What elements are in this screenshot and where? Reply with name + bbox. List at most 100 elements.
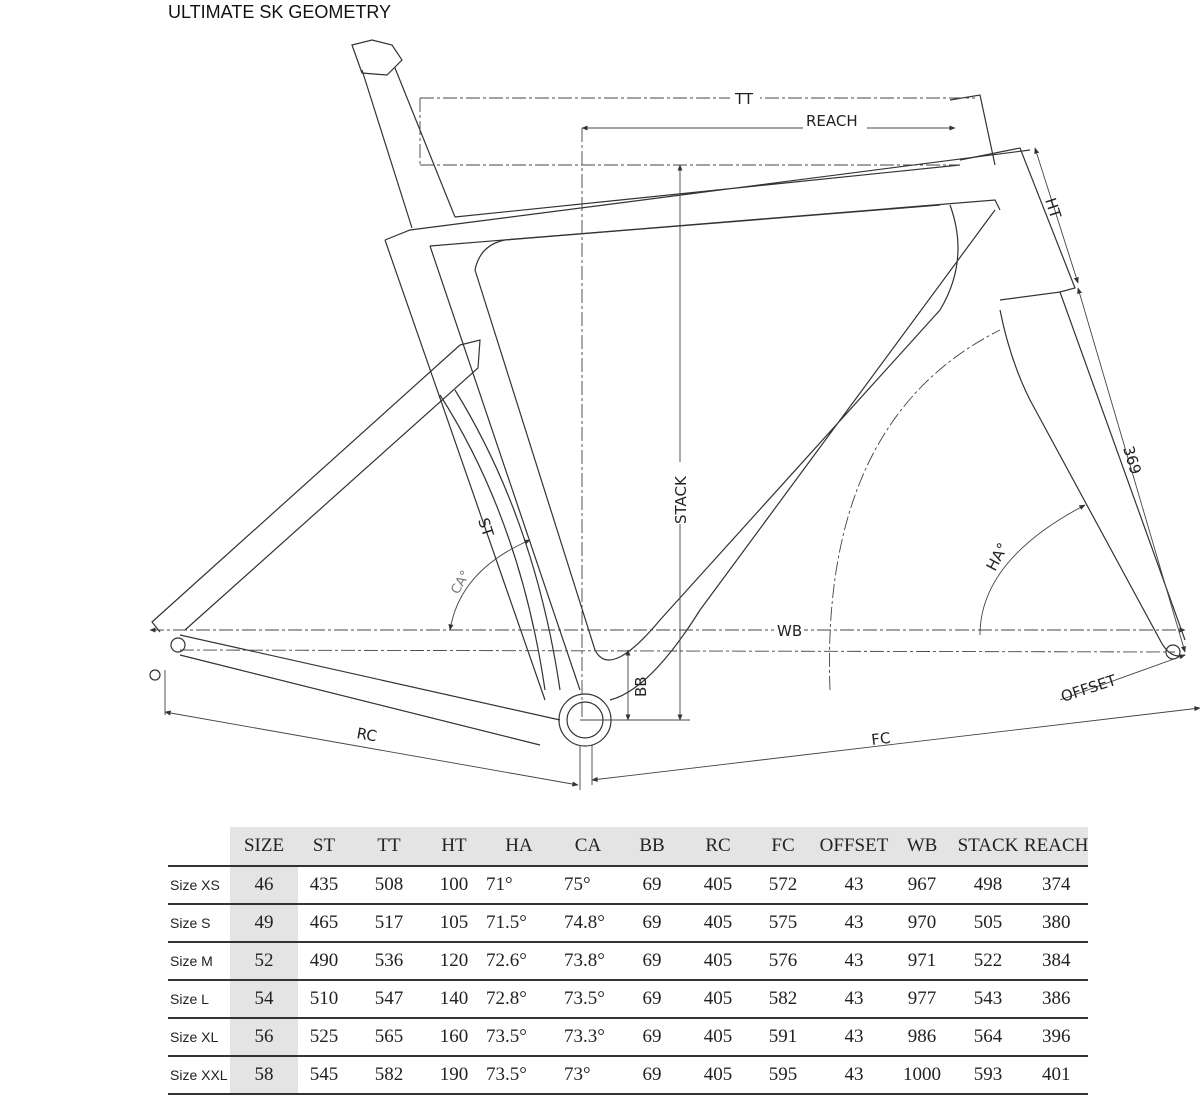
cell-reach: 396 xyxy=(1024,1017,1089,1056)
cell-wb: 1000 xyxy=(892,1055,952,1095)
label-rc: RC xyxy=(355,724,378,745)
dimension-labels: TT REACH HT 369 HA° STACK ST CA° WB BB O… xyxy=(355,90,1145,749)
cell-reach: 401 xyxy=(1024,1055,1089,1095)
label-wb: WB xyxy=(777,622,802,640)
header-tt: TT xyxy=(350,827,428,866)
cell-stack: 564 xyxy=(952,1017,1024,1056)
cell-ca: 73.5° xyxy=(558,979,618,1018)
cell-wb: 971 xyxy=(892,941,952,980)
cell-wb: 977 xyxy=(892,979,952,1018)
cell-ca: 73.3° xyxy=(558,1017,618,1056)
label-tt: TT xyxy=(734,90,754,108)
page-title: ULTIMATE SK GEOMETRY xyxy=(168,2,392,22)
cell-size: 46 xyxy=(230,865,298,904)
cell-ht: 160 xyxy=(428,1017,480,1056)
row-label: Size XXL xyxy=(168,1055,230,1095)
cell-size: 54 xyxy=(230,979,298,1018)
label-ha: HA° xyxy=(983,540,1013,574)
geometry-table: SIZE ST TT HT HA CA BB RC FC OFFSET WB S… xyxy=(168,827,1089,1095)
label-reach: REACH xyxy=(806,112,858,130)
cell-bb: 69 xyxy=(618,1055,686,1095)
cell-bb: 69 xyxy=(618,903,686,942)
cell-size: 52 xyxy=(230,941,298,980)
row-label: Size L xyxy=(168,979,230,1018)
cell-wb: 967 xyxy=(892,865,952,904)
cell-reach: 384 xyxy=(1024,941,1089,980)
cell-bb: 69 xyxy=(618,941,686,980)
cell-stack: 498 xyxy=(952,865,1024,904)
header-ht: HT xyxy=(428,827,480,866)
row-label: Size M xyxy=(168,941,230,980)
header-stack: STACK xyxy=(952,827,1024,866)
cell-wb: 970 xyxy=(892,903,952,942)
rear-dropout xyxy=(170,637,186,653)
cell-ha: 71° xyxy=(480,865,558,904)
cell-stack: 505 xyxy=(952,903,1024,942)
cell-rc: 405 xyxy=(686,979,750,1018)
cell-size: 58 xyxy=(230,1055,298,1095)
label-fc: FC xyxy=(870,729,891,749)
cell-rc: 405 xyxy=(686,1055,750,1095)
cell-st: 545 xyxy=(298,1055,350,1095)
cell-bb: 69 xyxy=(618,865,686,904)
cell-st: 525 xyxy=(298,1017,350,1056)
table-header-row: SIZE ST TT HT HA CA BB RC FC OFFSET WB S… xyxy=(168,827,1089,866)
fork xyxy=(999,291,1186,657)
cell-bb: 69 xyxy=(618,1017,686,1056)
header-fc: FC xyxy=(750,827,816,866)
header-ha: HA xyxy=(480,827,558,866)
cell-reach: 374 xyxy=(1024,865,1089,904)
cell-offset: 43 xyxy=(816,865,892,904)
cell-tt: 582 xyxy=(350,1055,428,1095)
cell-tt: 547 xyxy=(350,979,428,1018)
header-bb: BB xyxy=(618,827,686,866)
cell-ht: 100 xyxy=(428,865,480,904)
cell-tt: 536 xyxy=(350,941,428,980)
label-st: ST xyxy=(474,516,497,540)
cell-offset: 43 xyxy=(816,941,892,980)
frame-outline xyxy=(149,39,1186,747)
label-bb: BB xyxy=(632,676,650,697)
header-rc: RC xyxy=(686,827,750,866)
cell-ha: 71.5° xyxy=(480,903,558,942)
cell-bb: 69 xyxy=(618,979,686,1018)
cell-fc: 572 xyxy=(750,865,816,904)
cell-stack: 593 xyxy=(952,1055,1024,1095)
cell-offset: 43 xyxy=(816,979,892,1018)
cell-fc: 591 xyxy=(750,1017,816,1056)
cell-st: 435 xyxy=(298,865,350,904)
cell-rc: 405 xyxy=(686,865,750,904)
seatpost xyxy=(361,67,456,229)
row-label: Size S xyxy=(168,903,230,942)
cell-offset: 43 xyxy=(816,903,892,942)
cell-ht: 120 xyxy=(428,941,480,980)
cell-ht: 190 xyxy=(428,1055,480,1095)
header-offset: OFFSET xyxy=(816,827,892,866)
seatpost-clamp xyxy=(351,39,403,76)
cell-ht: 105 xyxy=(428,903,480,942)
seat-tube xyxy=(384,239,581,701)
cell-ha: 72.8° xyxy=(480,979,558,1018)
cell-ca: 74.8° xyxy=(558,903,618,942)
cell-offset: 43 xyxy=(816,1055,892,1095)
frame-geometry-drawing: TT REACH HT 369 HA° STACK ST CA° WB BB O… xyxy=(149,39,1200,790)
down-tube xyxy=(474,204,996,701)
dimension-lines xyxy=(149,97,1200,790)
cell-reach: 380 xyxy=(1024,903,1089,942)
cell-fc: 595 xyxy=(750,1055,816,1095)
cell-ha: 73.5° xyxy=(480,1017,558,1056)
row-label: Size XL xyxy=(168,1017,230,1056)
top-tube xyxy=(384,149,1031,247)
label-ca: CA° xyxy=(448,568,473,597)
seat-stay xyxy=(151,339,481,633)
cell-stack: 522 xyxy=(952,941,1024,980)
label-fork-length: 369 xyxy=(1119,444,1145,477)
cell-reach: 386 xyxy=(1024,979,1089,1018)
cell-offset: 43 xyxy=(816,1017,892,1056)
